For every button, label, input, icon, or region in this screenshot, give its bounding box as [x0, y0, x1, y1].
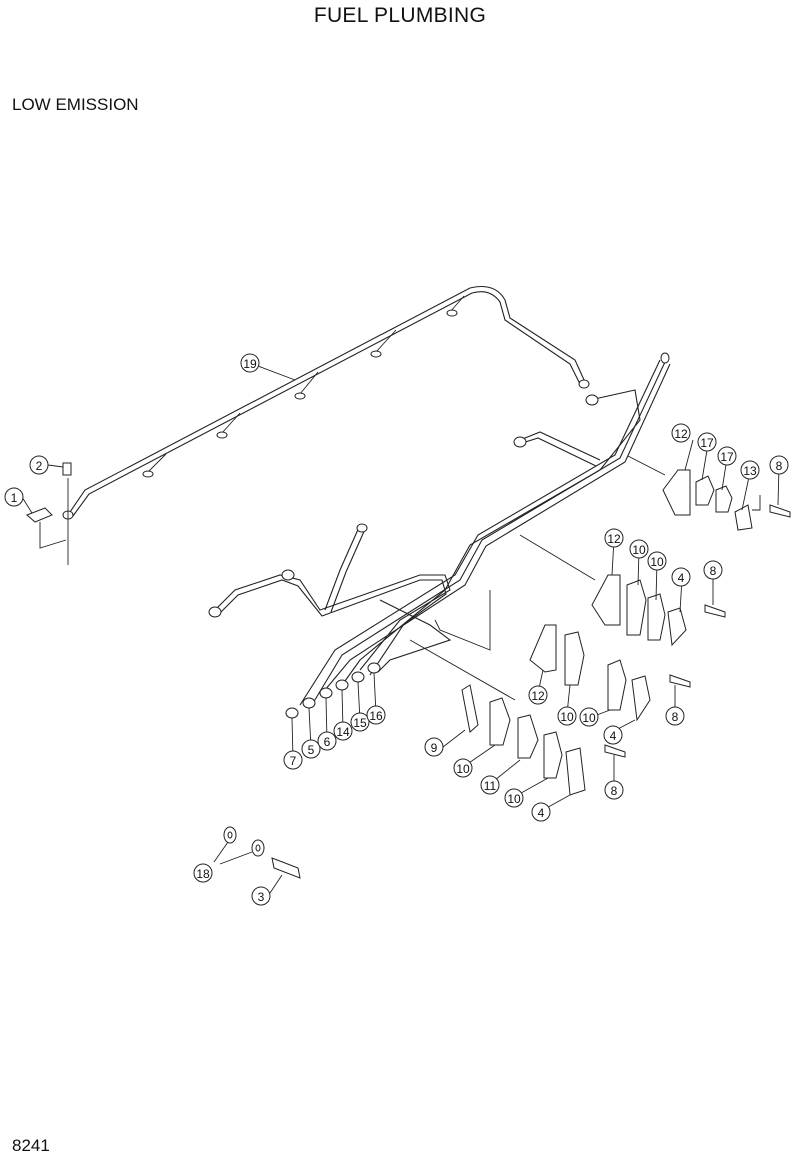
- callout-6: 6: [317, 731, 337, 751]
- callout-13: 13: [740, 460, 760, 480]
- svg-text:11: 11: [484, 779, 497, 793]
- svg-text:18: 18: [196, 867, 210, 881]
- page-number: 8241: [12, 1136, 50, 1155]
- callout-8: 8: [769, 455, 789, 475]
- svg-text:10: 10: [582, 711, 596, 725]
- callout-10: 10: [504, 788, 524, 808]
- callout-10: 10: [557, 706, 577, 726]
- svg-text:17: 17: [720, 450, 734, 464]
- callout-16: 16: [366, 705, 386, 725]
- callout-15: 15: [350, 712, 370, 732]
- svg-text:4: 4: [678, 571, 685, 585]
- svg-text:12: 12: [674, 427, 688, 441]
- svg-text:2: 2: [36, 459, 43, 473]
- callout-10: 10: [629, 539, 649, 559]
- svg-text:19: 19: [243, 357, 257, 371]
- svg-text:1: 1: [11, 491, 18, 505]
- callout-12: 12: [528, 685, 548, 705]
- svg-text:7: 7: [290, 754, 297, 768]
- svg-text:5: 5: [308, 743, 315, 757]
- callout-3: 3: [251, 886, 271, 906]
- clamp-assembly-lower: [409, 639, 626, 796]
- callout-8: 8: [703, 560, 723, 580]
- svg-text:10: 10: [560, 710, 574, 724]
- callout-9: 9: [424, 737, 444, 757]
- callout-4: 4: [531, 802, 551, 822]
- callout-8: 8: [604, 780, 624, 800]
- svg-text:12: 12: [607, 532, 621, 546]
- svg-text:4: 4: [538, 806, 545, 820]
- leader-lines: [21, 362, 780, 894]
- injection-pipe-bundle: [208, 352, 671, 719]
- callout-2: 2: [29, 455, 49, 475]
- svg-text:8: 8: [672, 710, 679, 724]
- svg-text:8: 8: [776, 459, 783, 473]
- svg-text:6: 6: [324, 735, 331, 749]
- page-title: FUEL PLUMBING: [313, 4, 487, 27]
- clamp-assembly-center: [434, 590, 691, 722]
- svg-text:10: 10: [507, 792, 521, 806]
- svg-text:9: 9: [431, 741, 438, 755]
- svg-text:8: 8: [611, 784, 618, 798]
- callout-19: 19: [240, 353, 260, 373]
- return-line: [62, 285, 590, 520]
- callout-12: 12: [671, 423, 691, 443]
- svg-text:17: 17: [700, 436, 714, 450]
- callout-8: 8: [665, 706, 685, 726]
- svg-text:4: 4: [610, 729, 617, 743]
- callout-11: 11: [480, 775, 500, 795]
- svg-text:15: 15: [353, 716, 367, 730]
- callout-4: 4: [671, 567, 691, 587]
- section-subtitle: LOW EMISSION: [12, 95, 139, 114]
- clamp-assembly-middle: [519, 534, 726, 647]
- callout-7: 7: [283, 750, 303, 770]
- banjo-fitting: [26, 462, 72, 565]
- svg-text:12: 12: [531, 689, 545, 703]
- svg-text:16: 16: [369, 709, 383, 723]
- callout-14: 14: [333, 721, 353, 741]
- callout-18: 18: [193, 863, 213, 883]
- callout-10: 10: [579, 707, 599, 727]
- callout-10: 10: [453, 758, 473, 778]
- callout-5: 5: [301, 739, 321, 759]
- clamp-assembly-upper: [627, 455, 791, 531]
- svg-text:10: 10: [650, 555, 664, 569]
- svg-text:10: 10: [456, 762, 470, 776]
- callout-1: 1: [4, 487, 24, 507]
- svg-text:14: 14: [336, 725, 350, 739]
- callout-10: 10: [647, 551, 667, 571]
- svg-text:10: 10: [632, 543, 646, 557]
- callout-12: 12: [604, 528, 624, 548]
- callout-17: 17: [717, 446, 737, 466]
- svg-text:13: 13: [743, 464, 757, 478]
- callout-4: 4: [603, 725, 623, 745]
- loose-hardware: [213, 826, 301, 879]
- svg-text:3: 3: [258, 890, 265, 904]
- svg-text:8: 8: [710, 564, 717, 578]
- callout-17: 17: [697, 432, 717, 452]
